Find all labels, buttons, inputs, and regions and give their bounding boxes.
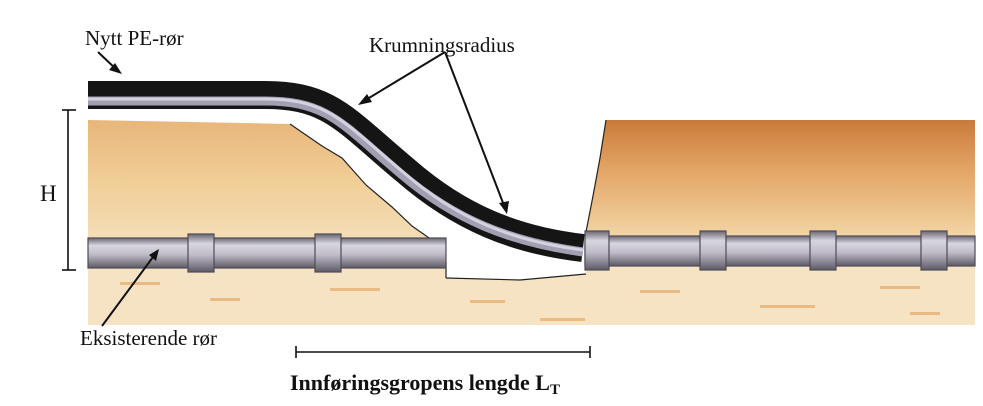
pipe-joint bbox=[810, 231, 836, 270]
bend-radius-label: Krumningsradius bbox=[369, 35, 515, 56]
new-pipe-label: Nytt PE-rør bbox=[85, 28, 184, 49]
pipe-joint bbox=[700, 231, 726, 270]
pit-length-text: Innføringsgropens lengde L bbox=[290, 370, 550, 395]
arrow-bend-2 bbox=[445, 52, 505, 208]
existing-pipe-right bbox=[585, 231, 975, 270]
pipe-joint bbox=[188, 234, 214, 272]
pit-length-subscript: T bbox=[550, 382, 560, 398]
existing-pipe-label: Eksisterende rør bbox=[80, 328, 217, 349]
height-label: H bbox=[40, 182, 57, 205]
pit-length-label: Innføringsgropens lengde LT bbox=[290, 372, 560, 398]
pipe-joint bbox=[921, 231, 947, 270]
arrow-bend-1 bbox=[364, 52, 445, 101]
height-dimension bbox=[62, 110, 76, 270]
pit-length-dimension bbox=[296, 346, 590, 358]
existing-pipe-left bbox=[88, 234, 446, 272]
pipe-joint bbox=[315, 234, 341, 272]
pipe-joint bbox=[585, 231, 609, 270]
